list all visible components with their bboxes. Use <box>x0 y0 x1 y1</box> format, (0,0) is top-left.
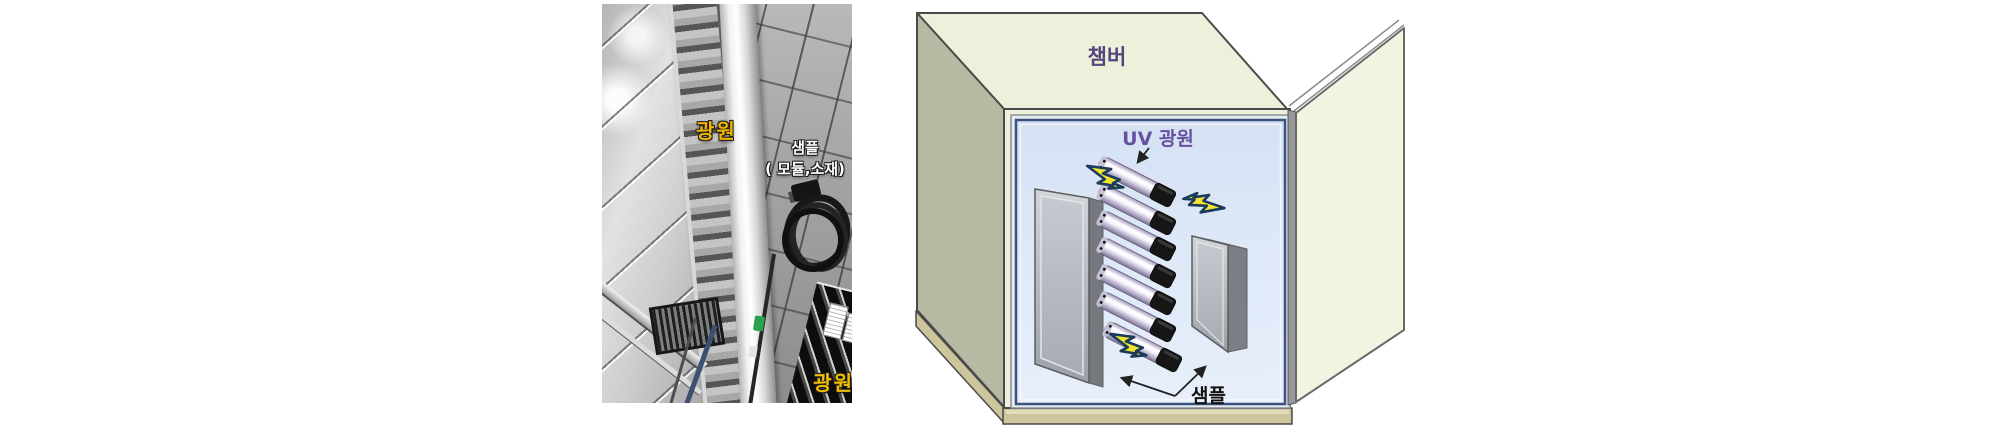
lamp-pin <box>1108 324 1112 328</box>
lamp-cap-highlight <box>1157 213 1174 223</box>
lamp-pin <box>1102 294 1106 298</box>
lamp-cap <box>1149 182 1177 208</box>
lightning-bolt-icon <box>1108 332 1148 358</box>
lamp-pin <box>1105 331 1109 334</box>
lamp-cap-highlight <box>1157 239 1174 249</box>
panel-side-edge <box>1227 244 1248 353</box>
lightning-bolt-icon <box>1085 164 1125 190</box>
photo-label-light-source-top: 광원 <box>696 119 737 143</box>
lamp-pin <box>1099 274 1103 277</box>
lamp-cap-highlight <box>1157 185 1174 195</box>
uv-chamber-diagram: 챔버 UV 광원 샘플 <box>900 0 1420 429</box>
lamp-cap-highlight <box>1157 293 1174 303</box>
sample-panel-left <box>1034 188 1104 388</box>
lamp-cap-highlight <box>1157 320 1174 330</box>
uv-chamber-photo: 광원 샘플 ( 모듈,소재) 광원 <box>602 4 852 403</box>
uv-lamp <box>1096 210 1177 262</box>
lamp-pin <box>1099 301 1103 304</box>
lamp-cap <box>1149 290 1177 316</box>
lamp-pin <box>1099 220 1103 223</box>
lamp-pin <box>1102 159 1106 163</box>
lamp-pin <box>1099 247 1103 250</box>
photo-cable-clip-white <box>748 345 758 358</box>
chamber-door <box>1295 27 1405 403</box>
lamp-cap <box>1149 210 1177 236</box>
lamp-pin <box>1099 194 1103 197</box>
uv-lamp <box>1096 156 1177 208</box>
chamber-door-top-edge <box>1288 19 1400 107</box>
lamp-cap <box>1149 317 1177 343</box>
panel-inner <box>1040 195 1084 377</box>
lamp-cap-highlight <box>1157 266 1174 276</box>
chamber-diagram-svg: 챔버 UV 광원 샘플 <box>915 12 1405 425</box>
photo-label-sample: 샘플 ( 모듈,소재) <box>757 138 852 180</box>
lamp-cap <box>1149 263 1177 289</box>
lamp-pin <box>1102 240 1106 244</box>
photo-label-light-source-bottom: 광원 <box>813 371 852 395</box>
lamp-pin <box>1102 187 1106 191</box>
lightning-bolt-icon <box>1182 191 1226 214</box>
uv-lamp <box>1096 264 1177 316</box>
panel-inner <box>1196 241 1224 347</box>
chamber-door-top-edge <box>1293 24 1405 112</box>
photo-cable-coil <box>782 208 844 272</box>
photo-label-sample-line2: ( 모듈,소재) <box>765 160 845 178</box>
chamber-base-highlight <box>1006 410 1289 414</box>
chamber-label: 챔버 <box>1088 45 1127 69</box>
uv-lamp <box>1096 184 1177 236</box>
uv-source-arrow <box>1136 147 1150 164</box>
sample-arrow-right <box>1174 365 1207 397</box>
photo-label-sample-line1: 샘플 <box>791 139 819 157</box>
lamp-cap <box>1155 347 1183 373</box>
sample-arrow-left <box>1119 375 1176 397</box>
lamp-cap <box>1149 236 1177 262</box>
uv-source-label: UV 광원 <box>1122 128 1194 150</box>
lamp-pin <box>1102 213 1106 217</box>
uv-lamp <box>1096 237 1177 289</box>
sample-label: 샘플 <box>1191 385 1226 407</box>
uv-lamp <box>1096 291 1177 343</box>
lamp-pin <box>1102 267 1106 271</box>
interior-highlight <box>1019 123 1282 401</box>
sample-panel-right <box>1191 235 1248 354</box>
lamp-cap-highlight <box>1163 350 1180 360</box>
chamber-door-hinge <box>1287 109 1297 406</box>
